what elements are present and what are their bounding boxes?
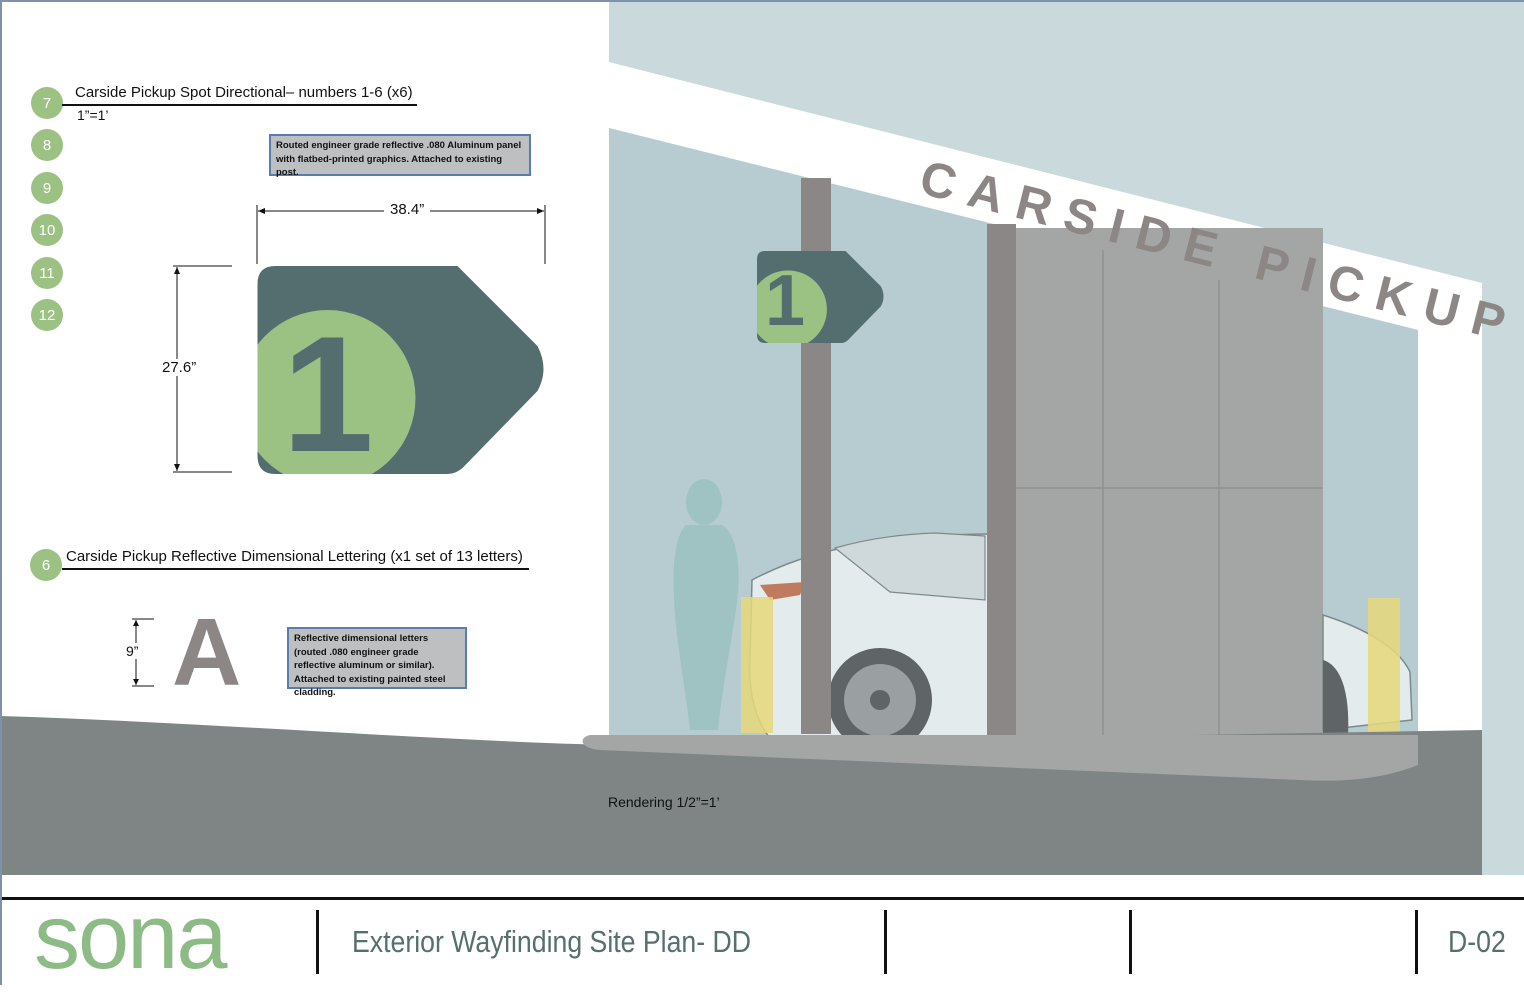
letter-height-label: 9”: [124, 643, 141, 659]
directional-sign-elevation: [257, 266, 544, 474]
rendering-directional-sign: [757, 251, 884, 343]
width-dimension-label: 38.4”: [384, 201, 431, 218]
building-column: [987, 224, 1016, 736]
person-silhouette: [673, 479, 739, 730]
bollard-right: [1368, 598, 1400, 734]
title-block-divider-4: [1415, 910, 1418, 974]
directional-title-underline: [62, 104, 417, 106]
bollard-left: [741, 597, 773, 733]
sheet-title: Exterior Wayfinding Site Plan- DD: [352, 924, 752, 959]
callout-marker-9: 9: [31, 172, 63, 204]
callout-marker-7: 7: [31, 87, 63, 119]
directional-callout-title: Carside Pickup Spot Directional– numbers…: [75, 84, 413, 101]
lettering-title-underline: [62, 568, 529, 570]
directional-spec-note: Routed engineer grade reflective .080 Al…: [269, 134, 531, 178]
lettering-spec-note: Reflective dimensional letters (routed .…: [287, 627, 467, 698]
rendering-scale-label: Rendering 1/2”=1’: [608, 794, 720, 810]
sona-logo: sona: [34, 886, 227, 988]
callout-marker-6: 6: [30, 549, 62, 581]
directional-sign-number: 1: [282, 302, 374, 486]
title-block: [0, 897, 1524, 985]
panel-wall: [1016, 228, 1323, 738]
directional-scale: 1”=1’: [77, 107, 109, 123]
callout-marker-11: 11: [31, 257, 63, 289]
sheet-number: D-02: [1448, 924, 1506, 959]
sample-letter: A: [172, 599, 242, 706]
callout-marker-10: 10: [31, 214, 63, 246]
title-block-divider-2: [884, 910, 887, 974]
callout-marker-8: 8: [31, 129, 63, 161]
height-dimension-label: 27.6”: [156, 359, 203, 376]
lettering-callout-title: Carside Pickup Reflective Dimensional Le…: [66, 548, 523, 565]
rendering-sign-number: 1: [765, 261, 806, 341]
sidewalk-curb: [582, 735, 1418, 781]
title-block-divider-1: [316, 910, 319, 974]
callout-marker-12: 12: [31, 299, 63, 331]
title-block-divider-3: [1129, 910, 1132, 974]
